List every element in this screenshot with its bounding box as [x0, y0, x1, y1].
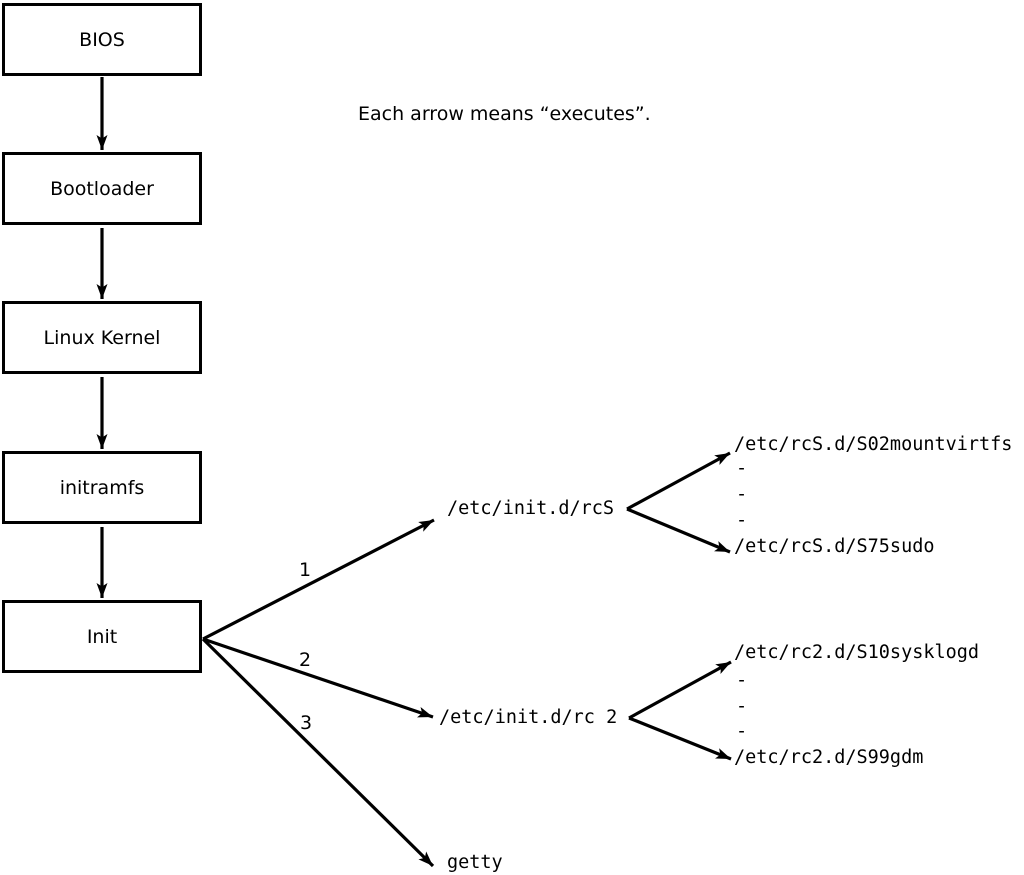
arrow-init-to-rc2 [202, 637, 434, 719]
arrow-rc2-to-s10sysklogd [628, 660, 732, 720]
note-text: Each arrow means “executes”. [358, 103, 651, 125]
box-initramfs-label: initramfs [59, 476, 145, 499]
arrow-init-to-rcs [202, 518, 435, 641]
rcs-child-s02mountvirtfs: /etc/rcS.d/S02mountvirtfs [734, 434, 1013, 455]
box-initramfs: initramfs [2, 451, 202, 524]
rc2-child-s10sysklogd: /etc/rc2.d/S10sysklogd [734, 642, 980, 663]
branch-3-target-label: getty [447, 852, 503, 873]
box-bios-label: BIOS [79, 28, 125, 51]
box-init-label: Init [86, 625, 118, 648]
box-bootloader: Bootloader [2, 152, 202, 225]
branch-1-number: 1 [299, 559, 312, 581]
branch-2-number: 2 [299, 649, 312, 671]
box-bootloader-label: Bootloader [50, 177, 154, 200]
arrow-rcs-to-s02mountvirtfs [626, 451, 731, 511]
rc2-child-ellipsis-3: - [736, 721, 748, 742]
rc2-child-s99gdm: /etc/rc2.d/S99gdm [734, 747, 924, 768]
rcs-child-s75sudo: /etc/rcS.d/S75sudo [734, 536, 935, 557]
rcs-child-ellipsis-2: - [736, 484, 748, 505]
branch-3-number: 3 [300, 712, 313, 734]
box-init: Init [2, 600, 202, 673]
rc2-child-ellipsis-1: - [736, 670, 748, 691]
arrow-rc2-to-s99gdm [628, 716, 732, 761]
box-linux-kernel-label: Linux Kernel [43, 326, 161, 349]
box-linux-kernel: Linux Kernel [2, 301, 202, 374]
rc2-child-ellipsis-2: - [736, 696, 748, 717]
branch-2-target-label: /etc/init.d/rc 2 [439, 707, 618, 728]
box-bios: BIOS [2, 3, 202, 76]
branch-1-target-label: /etc/init.d/rcS [447, 498, 615, 519]
arrow-init-to-getty [201, 637, 435, 868]
rcs-child-ellipsis-3: - [736, 510, 748, 531]
rcs-child-ellipsis-1: - [736, 458, 748, 479]
arrow-rcs-to-s75sudo [626, 507, 731, 554]
